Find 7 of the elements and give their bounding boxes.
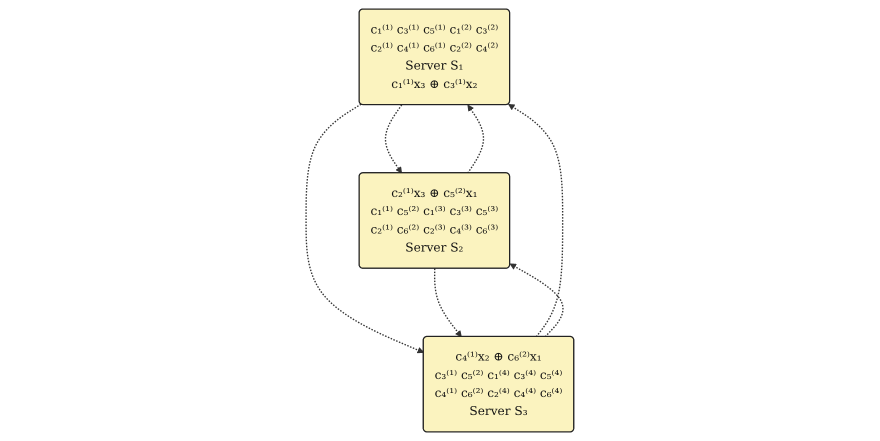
arrow [467,104,484,174]
diagram: c₁⁽¹⁾ c₃⁽¹⁾ c₅⁽¹⁾ c₁⁽²⁾ c₃⁽²⁾ c₂⁽¹⁾ c₄⁽¹⁾ c₆⁽¹⁾ c₂⁽²⁾ c₄⁽²⁾ Server S₁ c₁⁽¹⁾x₃ ⊕ c₃⁽¹⁾x₂ c₂⁽¹⁾x₃ ⊕ c₅⁽²⁾x₁ c₁⁽¹⁾ c₅⁽²⁾ c₁⁽³⁾ c₃⁽³⁾ c₅⁽³⁾ c₂⁽¹⁾ c₆⁽²⁾ c₂⁽³⁾ c₄⁽³⁾ c₆⁽³⁾ Server S₂ c₄⁽¹⁾x₂ ⊕ c₆⁽²⁾x₁ c₃⁽¹⁾ c₅⁽²⁾ c₁⁽⁴⁾ c₃⁽⁴⁾ c₅⁽⁴⁾ c₄⁽¹⁾ c₆⁽²⁾ c₂⁽⁴⁾ c₄⁽⁴⁾ c₆⁽⁴⁾ Server S₃ [300,3,580,438]
arrow [508,104,564,338]
arrow [384,104,402,174]
arrow [510,264,564,338]
arrow [305,104,424,354]
arrow [434,268,462,338]
